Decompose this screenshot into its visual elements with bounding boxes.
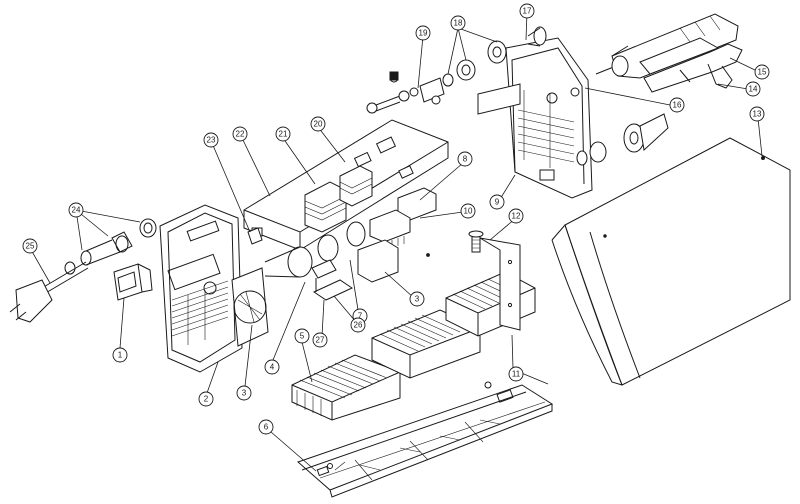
part-switch bbox=[113, 263, 153, 301]
svg-text:6: 6 bbox=[264, 423, 269, 432]
callout-11: 11 bbox=[508, 366, 524, 382]
part-electrode-holder bbox=[595, 13, 739, 79]
svg-text:9: 9 bbox=[495, 198, 500, 207]
part-heatsink-11 bbox=[371, 237, 536, 379]
svg-text:1: 1 bbox=[118, 351, 123, 360]
part-cover bbox=[551, 137, 791, 386]
svg-text:2: 2 bbox=[204, 395, 209, 404]
callout-2: 2 bbox=[198, 391, 214, 407]
callout-22: 22 bbox=[232, 126, 248, 142]
svg-text:22: 22 bbox=[236, 130, 245, 139]
svg-text:7: 7 bbox=[358, 312, 363, 321]
svg-text:17: 17 bbox=[523, 7, 532, 16]
part-bolt-stack bbox=[366, 71, 445, 114]
svg-text:27: 27 bbox=[316, 336, 325, 345]
callout-10: 10 bbox=[460, 203, 476, 219]
callout-8: 8 bbox=[457, 151, 473, 167]
part-rear-panel bbox=[477, 37, 593, 199]
svg-text:12: 12 bbox=[512, 212, 521, 221]
svg-text:8: 8 bbox=[463, 155, 468, 164]
callout-19: 19 bbox=[415, 25, 431, 41]
part-terminals bbox=[442, 26, 669, 166]
callout-14: 14 bbox=[745, 81, 761, 97]
part-heatsink-5 bbox=[291, 354, 401, 421]
callout-26: 26 bbox=[350, 317, 366, 333]
callout-24: 24 bbox=[68, 202, 84, 218]
callout-5: 5 bbox=[294, 328, 310, 344]
callout-27: 27 bbox=[312, 332, 328, 348]
part-front-panel bbox=[159, 204, 243, 373]
callout-17: 17 bbox=[519, 3, 535, 19]
callout-1: 1 bbox=[112, 347, 128, 363]
callout-13: 13 bbox=[749, 106, 765, 122]
callout-20: 20 bbox=[310, 116, 326, 132]
callout-bubbles: 1 2 3 3 4 5 6 7 8 9 10 11 12 13 14 15 16… bbox=[22, 3, 770, 435]
svg-text:15: 15 bbox=[758, 68, 767, 77]
callout-4: 4 bbox=[264, 359, 280, 375]
callout-23: 23 bbox=[203, 132, 219, 148]
svg-text:20: 20 bbox=[314, 120, 323, 129]
callout-15: 15 bbox=[754, 64, 770, 80]
callout-9: 9 bbox=[489, 194, 505, 210]
svg-text:11: 11 bbox=[512, 370, 521, 379]
svg-text:19: 19 bbox=[419, 29, 428, 38]
callout-3b: 3 bbox=[409, 291, 425, 307]
svg-text:14: 14 bbox=[749, 85, 758, 94]
svg-text:4: 4 bbox=[270, 363, 275, 372]
part-cable-gland bbox=[80, 218, 157, 266]
svg-text:13: 13 bbox=[753, 110, 762, 119]
callout-16: 16 bbox=[669, 97, 685, 113]
svg-text:5: 5 bbox=[300, 332, 305, 341]
part-power-plug bbox=[9, 261, 89, 323]
svg-text:3: 3 bbox=[415, 295, 420, 304]
callout-18: 18 bbox=[450, 15, 466, 31]
callout-6: 6 bbox=[258, 419, 274, 435]
svg-text:10: 10 bbox=[464, 207, 473, 216]
part-ground-clamp bbox=[643, 43, 743, 93]
svg-text:21: 21 bbox=[279, 130, 288, 139]
svg-text:24: 24 bbox=[72, 206, 81, 215]
part-pcb-assembly bbox=[243, 119, 449, 301]
svg-text:26: 26 bbox=[354, 321, 363, 330]
svg-text:23: 23 bbox=[207, 136, 216, 145]
part-screw-12 bbox=[468, 230, 484, 253]
part-fan bbox=[231, 267, 269, 347]
callout-21: 21 bbox=[275, 126, 291, 142]
part-base-tray bbox=[297, 381, 554, 498]
callout-12: 12 bbox=[508, 208, 524, 224]
callout-3a: 3 bbox=[236, 385, 252, 401]
svg-text:16: 16 bbox=[673, 101, 682, 110]
callout-25: 25 bbox=[22, 238, 38, 254]
svg-text:25: 25 bbox=[26, 242, 35, 251]
svg-text:3: 3 bbox=[242, 389, 247, 398]
svg-text:18: 18 bbox=[454, 19, 463, 28]
